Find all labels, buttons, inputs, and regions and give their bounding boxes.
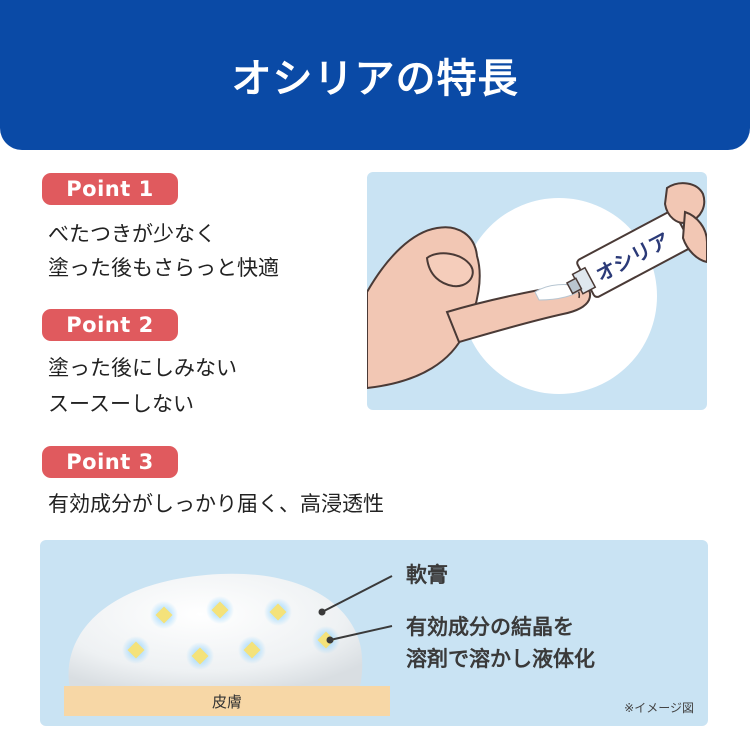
ointment-label: 軟膏 [406, 563, 448, 587]
crystal-leader-line [329, 625, 393, 641]
page-title: オシリアの特長 [231, 56, 519, 102]
image-note: ※イメージ図 [624, 701, 694, 715]
ointment-drawing [68, 573, 393, 690]
point-2-line-1: 塗った後にしみない [48, 356, 237, 380]
application-illustration: オシリア [367, 172, 707, 410]
ointment-leader-line [321, 575, 393, 613]
finger-tube-drawing: オシリア [367, 182, 707, 394]
point-1-badge: Point 1 [42, 173, 178, 205]
penetration-diagram: 軟膏 有効成分の結晶を 溶剤で溶かし液体化 皮膚 ※イメージ図 [40, 540, 708, 726]
point-3-line-1: 有効成分がしっかり届く、高浸透性 [48, 492, 384, 516]
crystal-particles [122, 596, 340, 670]
point-2-line-2: スースーしない [48, 392, 194, 416]
skin-label: 皮膚 [211, 692, 242, 711]
point-1-line-2: 塗った後もさらっと快適 [48, 256, 279, 280]
crystal-label-line-2: 溶剤で溶かし液体化 [406, 647, 595, 671]
point-3-badge: Point 3 [42, 446, 178, 478]
point-1-line-1: べたつきが少なく [48, 222, 216, 246]
point-2-badge: Point 2 [42, 309, 178, 341]
crystal-label-line-1: 有効成分の結晶を [406, 615, 574, 639]
header-banner: オシリアの特長 [0, 0, 750, 150]
skin-layer: 皮膚 [64, 686, 390, 716]
